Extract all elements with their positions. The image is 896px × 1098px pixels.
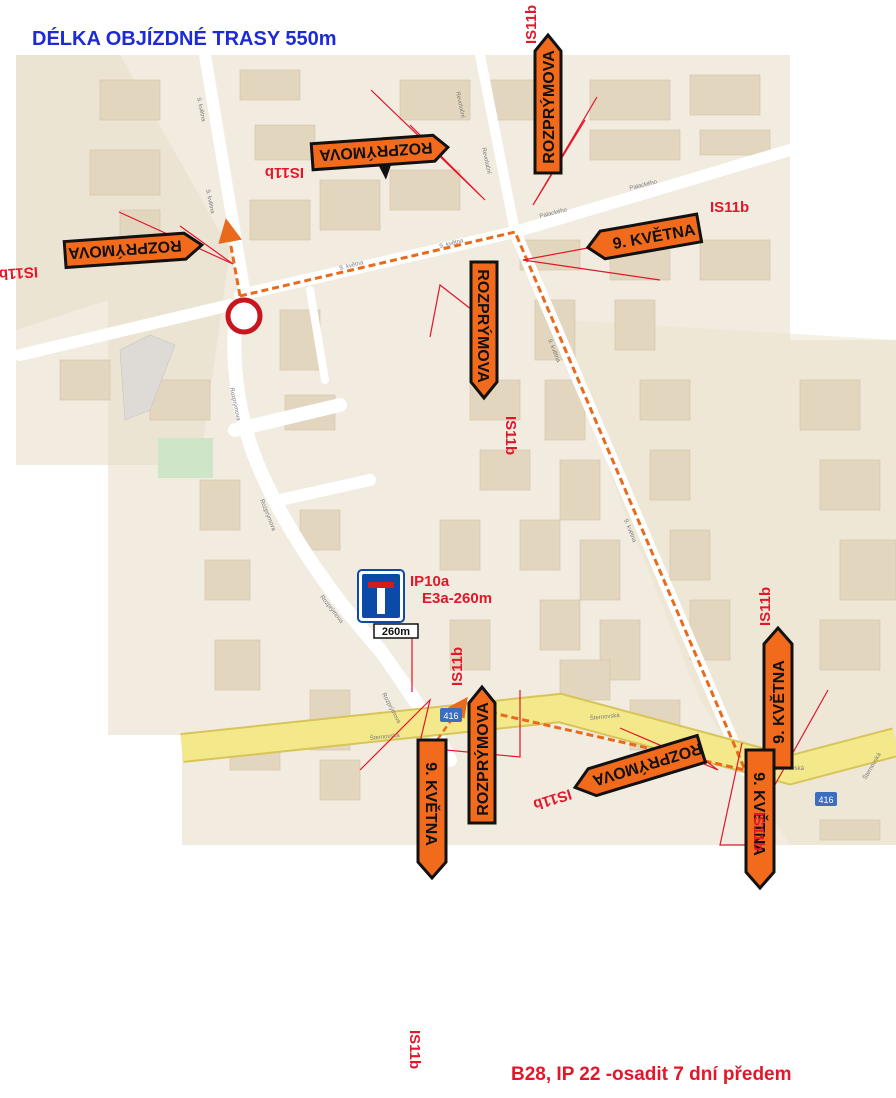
svg-text:IS11b: IS11b (0, 263, 39, 283)
svg-text:416: 416 (443, 711, 458, 721)
park-area (158, 438, 213, 478)
direction-sign-10: 9. KVĚTNA (744, 748, 776, 891)
direction-sign-9: 9. KVĚTNA (416, 738, 448, 881)
direction-sign-2: ROZPRÝMOVA (309, 133, 451, 180)
svg-text:IS11b: IS11b (750, 812, 767, 851)
svg-text:IS11b: IS11b (523, 5, 540, 44)
direction-sign-3: ROZPRÝMOVA (533, 32, 563, 175)
svg-text:9. května: 9. května (439, 238, 465, 250)
svg-text:IS11b: IS11b (710, 199, 749, 216)
svg-text:416: 416 (818, 795, 833, 805)
road-badge-1: 416 (440, 708, 462, 722)
svg-text:IS11b: IS11b (406, 1030, 423, 1069)
svg-text:IS11b: IS11b (265, 164, 304, 181)
installation-note: B28, IP 22 -osadit 7 dní předem (511, 1064, 792, 1085)
svg-text:9. května: 9. května (204, 189, 215, 215)
direction-sign-8: 9. KVĚTNA (762, 625, 794, 770)
road-closed-marker (225, 297, 263, 335)
main-road (180, 692, 896, 786)
buildings (59, 69, 896, 841)
direction-sign-5: ROZPRÝMOVA (469, 260, 499, 401)
svg-text:Šternovská: Šternovská (369, 732, 400, 742)
svg-text:E3a-260m: E3a-260m (422, 590, 492, 607)
svg-text:Revoluční: Revoluční (454, 91, 465, 119)
svg-text:ROZPRÝMOVA: ROZPRÝMOVA (474, 269, 493, 383)
svg-text:9. KVĚTNA: 9. KVĚTNA (769, 660, 788, 744)
svg-text:Revoluční: Revoluční (480, 147, 491, 175)
direction-sign-6: ROZPRÝMOVA (467, 684, 497, 825)
svg-text:Šternovská: Šternovská (589, 712, 620, 722)
svg-text:IP10a: IP10a (410, 573, 450, 590)
svg-text:ROZPRÝMOVA: ROZPRÝMOVA (539, 50, 558, 164)
svg-text:260m: 260m (382, 626, 410, 638)
svg-text:9. května: 9. května (339, 260, 365, 272)
svg-text:IS11b: IS11b (449, 647, 466, 686)
svg-text:9. KVĚTNA: 9. KVĚTNA (422, 762, 441, 846)
svg-text:IS11b: IS11b (757, 587, 774, 626)
svg-text:IS11b: IS11b (502, 416, 519, 455)
dead-end-sign: 260m IP10a E3a-260m (357, 569, 492, 639)
svg-text:ROZPRÝMOVA: ROZPRÝMOVA (473, 702, 492, 816)
svg-text:9. května: 9. května (195, 97, 206, 123)
road-badge-2: 416 (815, 792, 837, 806)
direction-sign-1: ROZPRÝMOVA (62, 231, 205, 270)
page-title: DÉLKA OBJÍZDNÉ TRASY 550m (32, 28, 337, 50)
svg-text:9. KVĚTNA: 9. KVĚTNA (750, 772, 769, 856)
